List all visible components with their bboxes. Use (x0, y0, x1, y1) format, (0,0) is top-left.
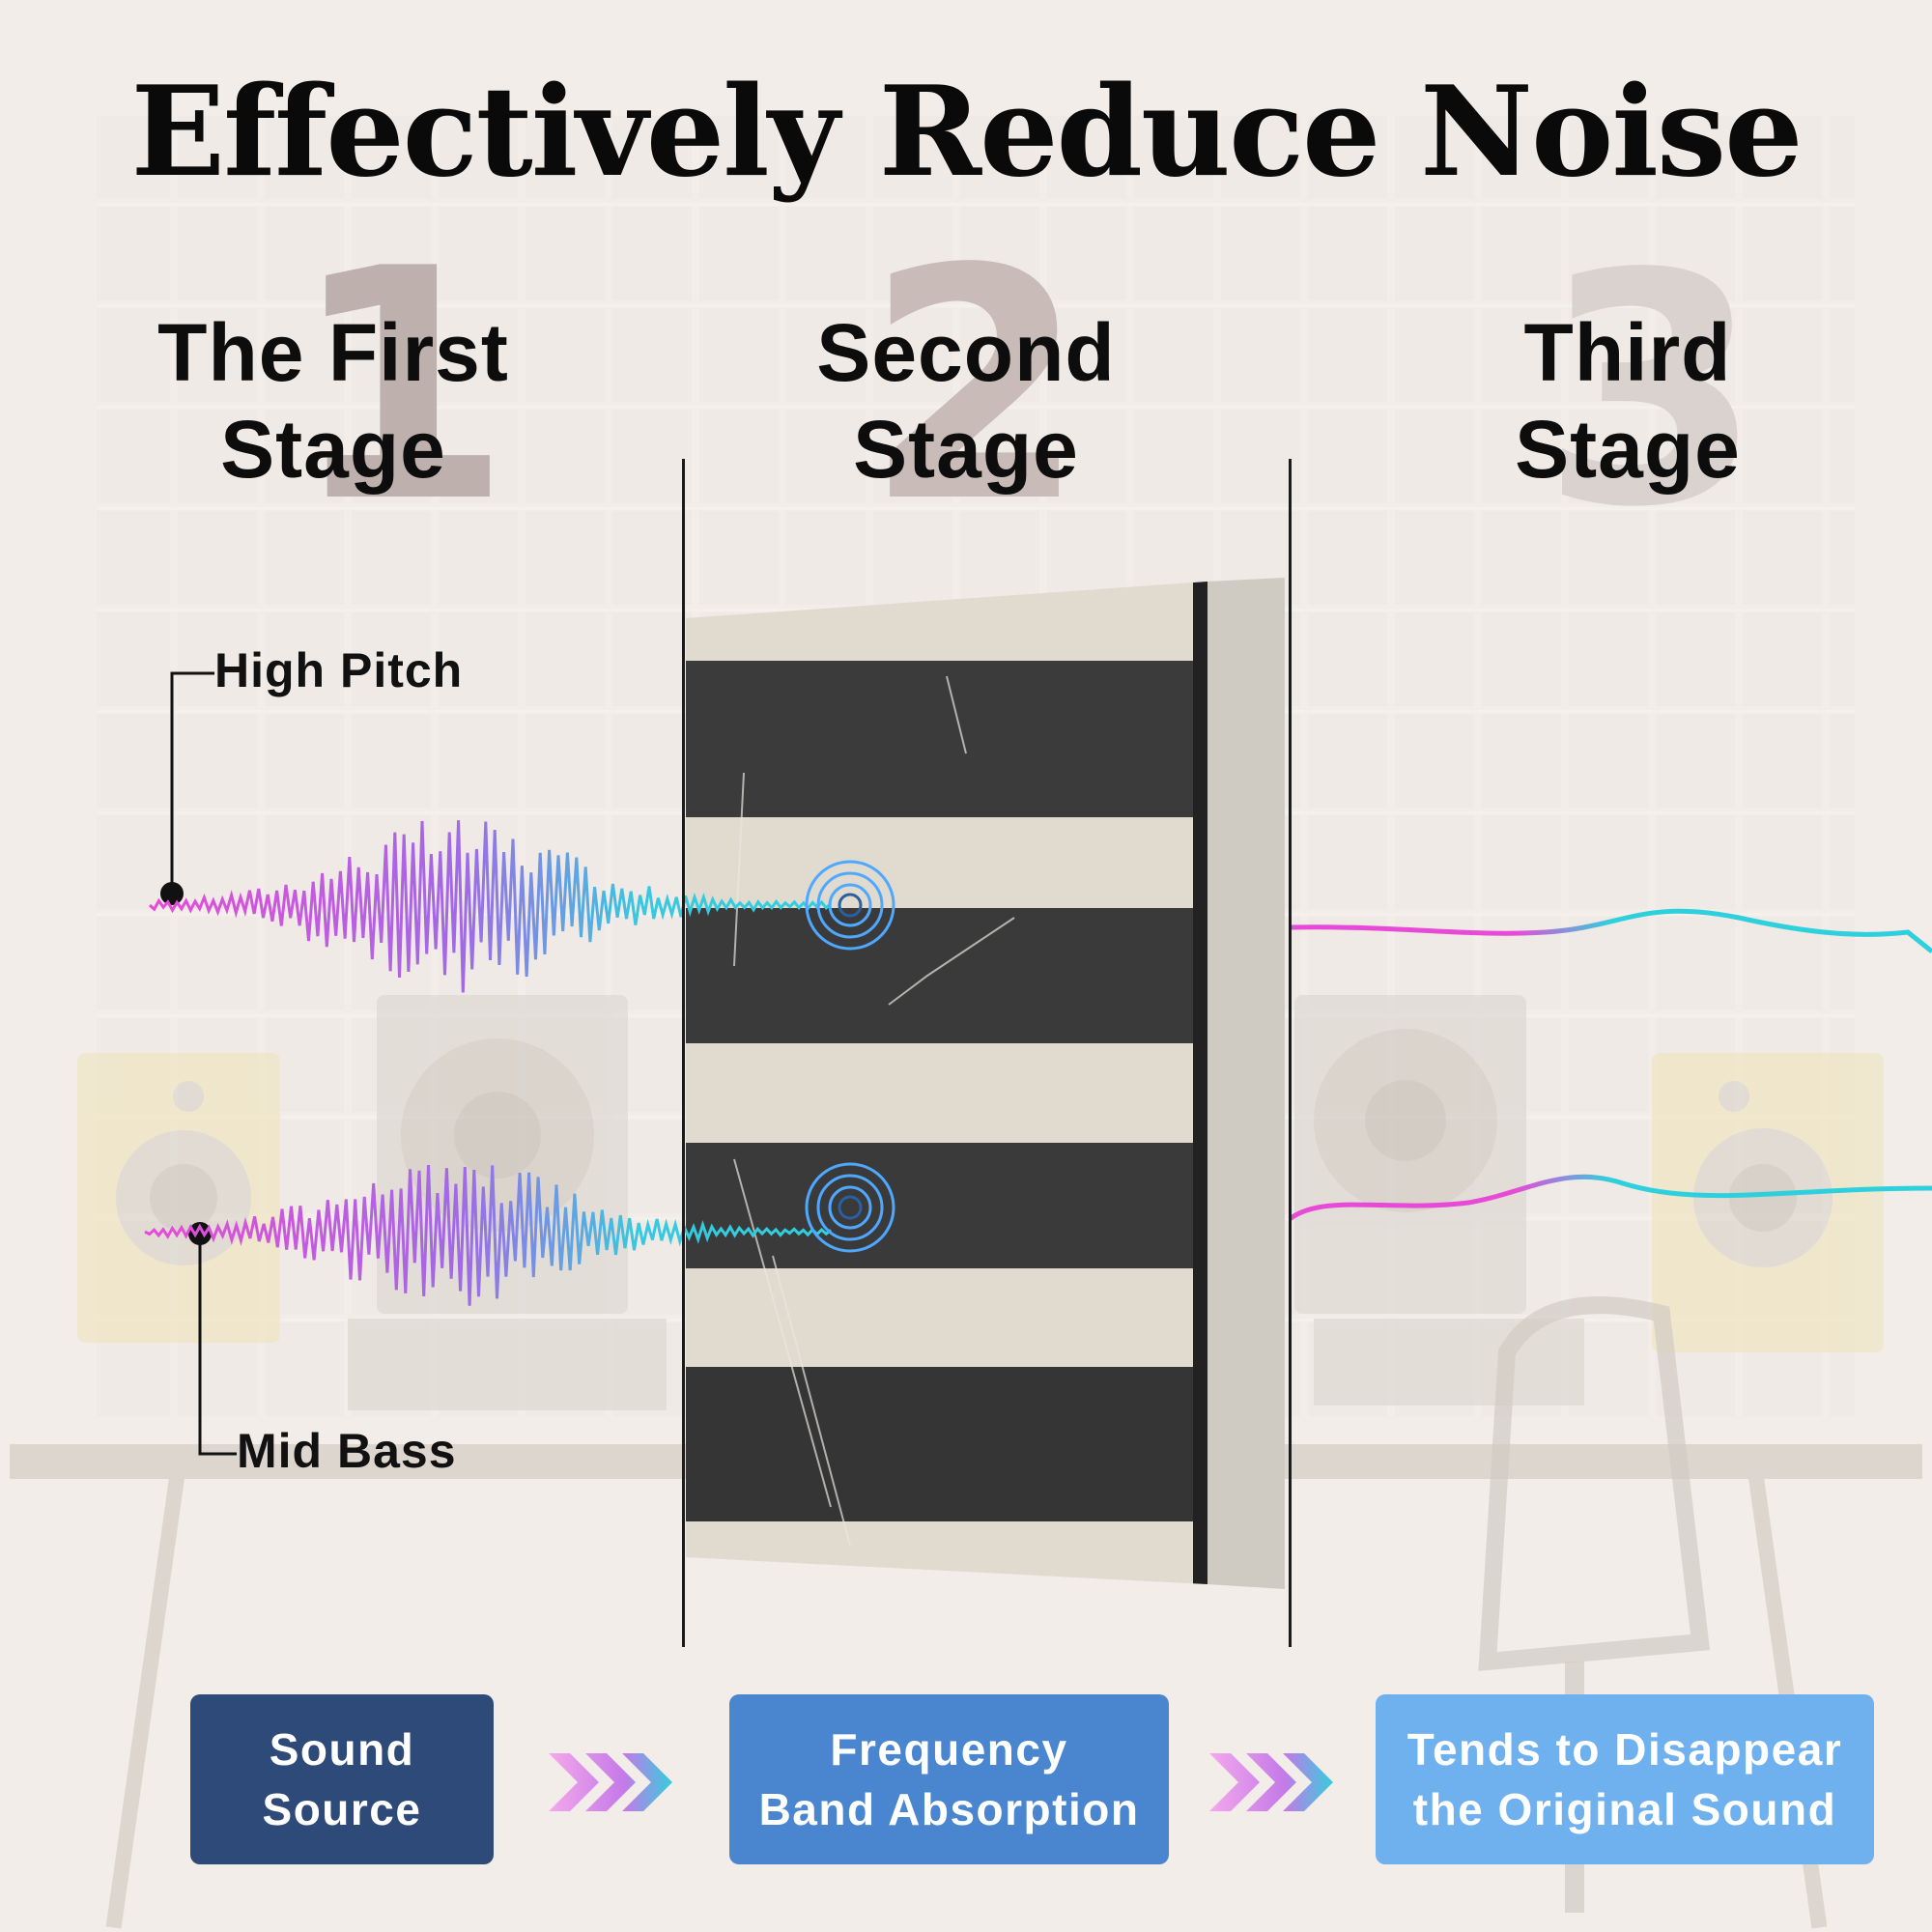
frequency-absorption-box: Frequency Band Absorption (729, 1694, 1169, 1864)
chevron-right-icon (549, 1753, 672, 1811)
mid-bass-wave (144, 1165, 832, 1306)
box-line: Frequency (830, 1724, 1068, 1775)
stage-number: 2 (865, 201, 1087, 572)
high-pitch-wave (149, 820, 833, 993)
target-ring-icon (805, 1162, 895, 1253)
disappear-sound-box: Tends to Disappear the Original Sound (1376, 1694, 1874, 1864)
box-line: Source (262, 1784, 422, 1834)
box-line: Sound (269, 1724, 415, 1775)
box-line: Band Absorption (758, 1784, 1140, 1834)
stage-title-line: The First (157, 307, 509, 398)
stage-title-line: Stage (853, 404, 1079, 495)
page-title: Effectively Reduce Noise (130, 60, 1804, 205)
stage-title-line: Second (816, 307, 1116, 398)
stage-number: 1 (290, 201, 512, 572)
sound-source-box: Sound Source (190, 1694, 494, 1864)
stage-title-line: Stage (1515, 404, 1741, 495)
mid-bass-label: Mid Bass (237, 1424, 457, 1478)
sound-waves (144, 820, 833, 1306)
stage-title-first: The First Stage (97, 304, 570, 497)
stage-title-line: Stage (220, 404, 446, 495)
box-line: the Original Sound (1412, 1784, 1837, 1834)
stage-title-second: Second Stage (729, 304, 1203, 497)
stage-number: 3 (1541, 206, 1763, 577)
stage-divider (682, 459, 685, 1647)
high-pitch-label: High Pitch (214, 643, 464, 697)
target-ring-icon (805, 860, 895, 951)
box-line: Tends to Disappear (1406, 1724, 1843, 1775)
acoustic-panel (686, 578, 1285, 1589)
stage-title-third: Third Stage (1391, 304, 1864, 497)
output-wave-high (1289, 908, 1932, 953)
speaker-icon (1294, 995, 1884, 1352)
chevron-right-icon (1209, 1753, 1333, 1811)
stage-title-line: Third (1523, 307, 1732, 398)
stage-divider (1289, 459, 1292, 1647)
output-wave-mid (1288, 1174, 1932, 1222)
